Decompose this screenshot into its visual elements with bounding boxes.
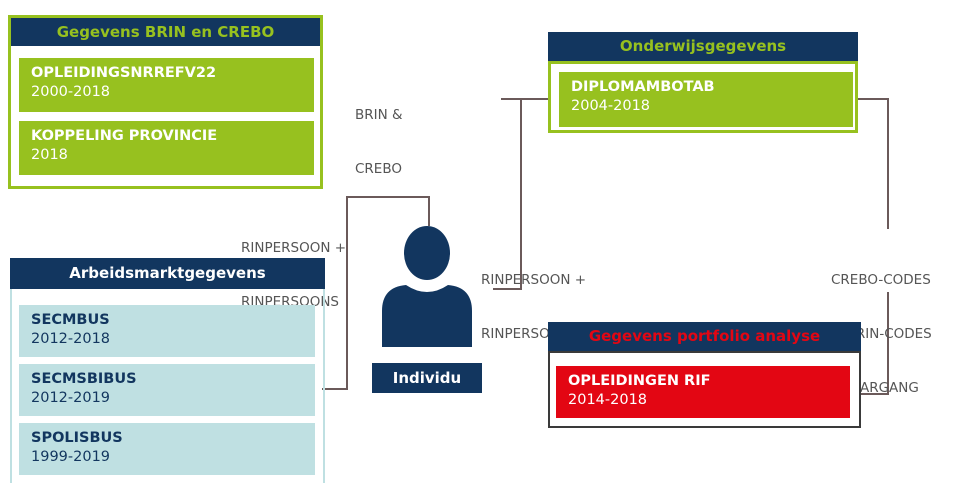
- connector-codes-line-v-lower: [887, 292, 889, 395]
- connector-label-line: CREBO: [355, 161, 402, 177]
- connector-label-line: RINPERSOON +: [481, 272, 587, 288]
- item-years: 2004-2018: [571, 98, 651, 114]
- item-title: DIPLOMAMBOTAB: [571, 79, 715, 95]
- connector-rin-right-line-h: [493, 288, 522, 290]
- connector-label-line: CREBO-CODES: [831, 272, 931, 288]
- connector-codes-line-bottom: [852, 393, 889, 395]
- connector-label-line: RINPERSOON +: [241, 240, 347, 256]
- connector-codes-line-v-upper: [887, 98, 889, 229]
- item-years: 2014-2018: [568, 392, 648, 408]
- connector-rin-left-line-stub: [428, 196, 430, 226]
- connector-label-brin-crebo: BRIN & CREBO: [355, 70, 403, 196]
- arbeidsmarkt-panel: [10, 289, 325, 483]
- item-title: SPOLISBUS: [31, 430, 123, 446]
- portfolio-item: OPLEIDINGEN RIF 2014-2018: [556, 366, 850, 418]
- item-title: SECMSBIBUS: [31, 371, 137, 387]
- arbeidsmarkt-item: SECMSBIBUS 2012-2019: [19, 364, 315, 416]
- individu-label: Individu: [372, 363, 482, 393]
- arbeidsmarkt-item: SECMBUS 2012-2018: [19, 305, 315, 357]
- connector-label-line: BRIN &: [355, 107, 403, 123]
- item-title: OPLEIDINGSNRREFV22: [31, 65, 217, 81]
- portfolio-header: Gegevens portfolio analyse: [548, 322, 861, 351]
- item-years: 2012-2019: [31, 390, 111, 406]
- onderwijs-item: DIPLOMAMBOTAB 2004-2018: [559, 72, 853, 127]
- connector-rin-right-line-v: [520, 99, 522, 290]
- brin-crebo-item: KOPPELING PROVINCIE 2018: [19, 121, 314, 175]
- person-icon: [382, 226, 472, 347]
- item-title: KOPPELING PROVINCIE: [31, 128, 218, 144]
- connector-codes-line-top: [856, 98, 889, 100]
- brin-crebo-item: OPLEIDINGSNRREFV22 2000-2018: [19, 58, 314, 112]
- item-years: 1999-2019: [31, 449, 111, 465]
- person-body: [382, 285, 472, 347]
- person-head: [404, 226, 450, 280]
- arbeidsmarkt-header: Arbeidsmarktgegevens: [10, 258, 325, 289]
- connector-brin-line-h: [501, 98, 548, 100]
- arbeidsmarkt-item: SPOLISBUS 1999-2019: [19, 423, 315, 475]
- brin-crebo-header: Gegevens BRIN en CREBO: [11, 18, 320, 46]
- onderwijs-header: Onderwijsgegevens: [548, 32, 858, 61]
- item-title: SECMBUS: [31, 312, 110, 328]
- item-years: 2000-2018: [31, 84, 111, 100]
- item-title: OPLEIDINGEN RIF: [568, 373, 711, 389]
- item-years: 2012-2018: [31, 331, 111, 347]
- connector-rin-left-line-v: [346, 196, 348, 390]
- connector-rin-left-line-top: [346, 196, 430, 198]
- item-years: 2018: [31, 147, 68, 163]
- connector-rin-left-line-bottom: [322, 388, 348, 390]
